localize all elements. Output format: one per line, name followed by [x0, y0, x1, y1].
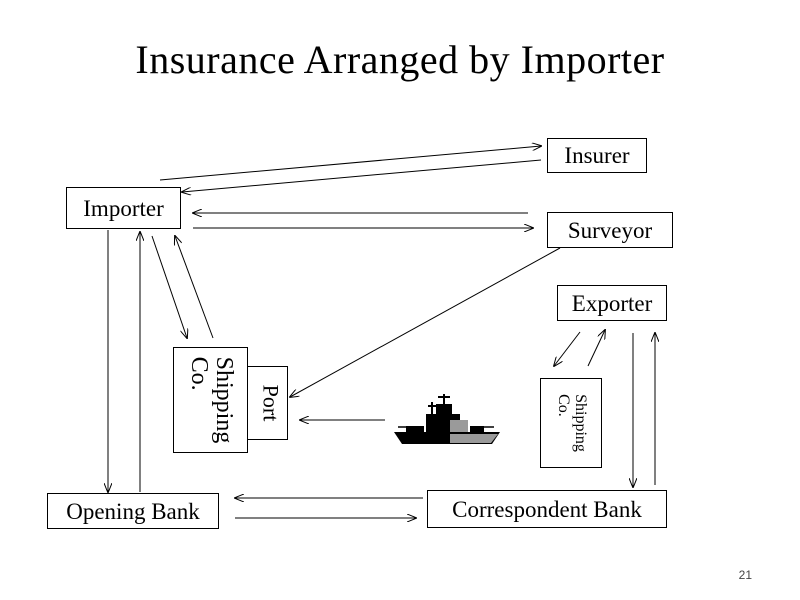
exporter-box: Exporter: [557, 285, 667, 321]
shipping-company-left-box: Shipping Co.: [173, 347, 248, 453]
insurer-label: Insurer: [564, 143, 630, 168]
shipping-right-line2: Co.: [555, 394, 572, 417]
surveyor-label: Surveyor: [567, 217, 653, 243]
arrow-surveyor-to-port: [290, 247, 561, 397]
arrow-insurer-to-importer: [182, 159, 542, 192]
ship-icon: [394, 394, 500, 444]
port-label: Port: [258, 384, 284, 422]
shipping-left-line2: Co.: [185, 356, 212, 391]
correspondent-bank-box: Correspondent Bank: [427, 490, 667, 528]
arrow-exporter-to-shipping: [554, 331, 581, 366]
shipping-right-line1: Shipping: [571, 394, 589, 452]
shipping-company-right-box: Shipping Co.: [540, 378, 602, 468]
page-number: 21: [738, 568, 752, 582]
arrow-importer-to-shipping: [151, 235, 187, 338]
arrow-importer-to-insurer: [159, 146, 541, 181]
importer-label: Importer: [83, 195, 164, 221]
opening-bank-box: Opening Bank: [47, 493, 219, 529]
arrow-shipping-to-importer: [175, 236, 214, 339]
opening-bank-label: Opening Bank: [66, 498, 200, 524]
shipping-left-line1: Shipping: [210, 356, 237, 444]
slide-title: Insurance Arranged by Importer: [135, 37, 665, 82]
exporter-label: Exporter: [571, 290, 653, 316]
surveyor-box: Surveyor: [547, 212, 673, 248]
insurer-box: Insurer: [547, 138, 647, 173]
importer-box: Importer: [66, 187, 181, 229]
correspondent-bank-label: Correspondent Bank: [452, 496, 642, 522]
arrow-shipping-to-exporter: [587, 330, 605, 367]
